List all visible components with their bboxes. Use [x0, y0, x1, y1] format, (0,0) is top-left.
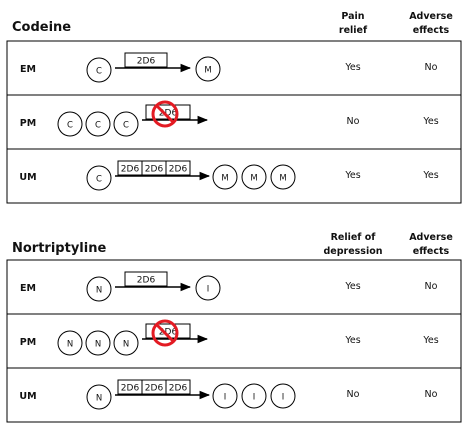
row-border — [6, 367, 462, 423]
outcome-value: Yes — [344, 62, 360, 73]
drug-molecule-label: C — [67, 121, 73, 131]
adverse-effects-value: Yes — [422, 170, 438, 181]
drug-molecule-label: N — [123, 340, 129, 350]
column-header-adverse-effects: Adverse — [409, 11, 453, 22]
adverse-effects-value: Yes — [422, 335, 438, 346]
column-header-adverse-effects: effects — [413, 25, 450, 36]
row-border — [6, 259, 462, 315]
enzyme-label: 2D6 — [121, 384, 140, 394]
outcome-value: No — [347, 116, 360, 127]
metabolite-label: M — [204, 66, 211, 76]
enzyme-label: 2D6 — [145, 384, 164, 394]
blocked-slash-icon — [155, 323, 175, 343]
enzyme-label: 2D6 — [159, 109, 178, 119]
metabolite-molecule — [195, 275, 221, 301]
metabolite-label: M — [279, 174, 286, 184]
drug-molecule — [86, 276, 112, 302]
metabolite-molecule — [270, 164, 296, 190]
enzyme-box — [124, 52, 168, 68]
drug-molecule-label: N — [67, 340, 73, 350]
adverse-effects-value: Yes — [422, 116, 438, 127]
drug-molecule-label: N — [95, 340, 101, 350]
adverse-effects-value: No — [425, 281, 438, 292]
drug-molecule — [113, 111, 139, 137]
blocked-symbol-icon — [151, 319, 179, 347]
metabolite-molecule — [241, 164, 267, 190]
metabolite-label: I — [282, 393, 285, 403]
drug-molecule — [113, 330, 139, 356]
enzyme-label: 2D6 — [145, 165, 164, 175]
column-header-adverse-effects: effects — [413, 246, 450, 257]
drug-molecule — [57, 330, 83, 356]
column-header-outcome: Relief of — [331, 232, 377, 243]
metabolite-label: M — [221, 174, 228, 184]
drug-molecule — [57, 111, 83, 137]
enzyme-label: 2D6 — [159, 328, 178, 338]
column-header-adverse-effects: Adverse — [409, 232, 453, 243]
blocked-slash-icon — [155, 104, 175, 124]
section-nortriptyline: Nortriptyline Relief of depression Adverse e… — [6, 232, 462, 423]
row-border — [6, 148, 462, 204]
drug-molecule-label: N — [96, 394, 102, 404]
drug-molecule-label: N — [96, 286, 102, 296]
blocked-symbol-icon — [151, 100, 179, 128]
drug-molecule-label: C — [96, 67, 102, 77]
drug-molecule — [85, 111, 111, 137]
adverse-effects-value: No — [425, 389, 438, 400]
enzyme-box — [165, 379, 191, 395]
phenotype-label: PM — [20, 118, 36, 129]
phenotype-label: EM — [20, 283, 36, 294]
section-title: Codeine — [12, 20, 71, 35]
column-header-outcome: relief — [339, 25, 368, 36]
phenotype-label: UM — [19, 172, 36, 183]
metabolite-molecule — [270, 383, 296, 409]
metabolite-label: M — [250, 174, 257, 184]
drug-molecule-label: C — [96, 175, 102, 185]
metabolite-label: I — [224, 393, 227, 403]
phenotype-label: EM — [20, 64, 36, 75]
drug-molecule — [85, 330, 111, 356]
metabolite-label: I — [253, 393, 256, 403]
metabolite-molecule — [195, 56, 221, 82]
enzyme-box — [124, 271, 168, 287]
outcome-value: No — [347, 389, 360, 400]
drug-molecule — [86, 384, 112, 410]
metabolite-molecule — [212, 383, 238, 409]
outcome-value: Yes — [344, 335, 360, 346]
section-title: Nortriptyline — [12, 241, 106, 256]
phenotype-label: PM — [20, 337, 36, 348]
row-border — [6, 40, 462, 96]
column-header-outcome: Pain — [341, 11, 364, 22]
metabolite-molecule — [212, 164, 238, 190]
metabolite-molecule — [241, 383, 267, 409]
adverse-effects-value: No — [425, 62, 438, 73]
enzyme-label: 2D6 — [121, 165, 140, 175]
drug-molecule-label: C — [95, 121, 101, 131]
enzyme-label: 2D6 — [169, 165, 188, 175]
enzyme-label: 2D6 — [169, 384, 188, 394]
enzyme-label: 2D6 — [137, 57, 156, 67]
drug-molecule — [86, 57, 112, 83]
phenotype-label: UM — [19, 391, 36, 402]
outcome-value: Yes — [344, 281, 360, 292]
outcome-value: Yes — [344, 170, 360, 181]
enzyme-label: 2D6 — [137, 276, 156, 286]
column-header-outcome: depression — [323, 246, 382, 257]
enzyme-box — [165, 160, 191, 176]
metabolite-label: I — [207, 285, 210, 295]
drug-molecule — [86, 165, 112, 191]
drug-molecule-label: C — [123, 121, 129, 131]
